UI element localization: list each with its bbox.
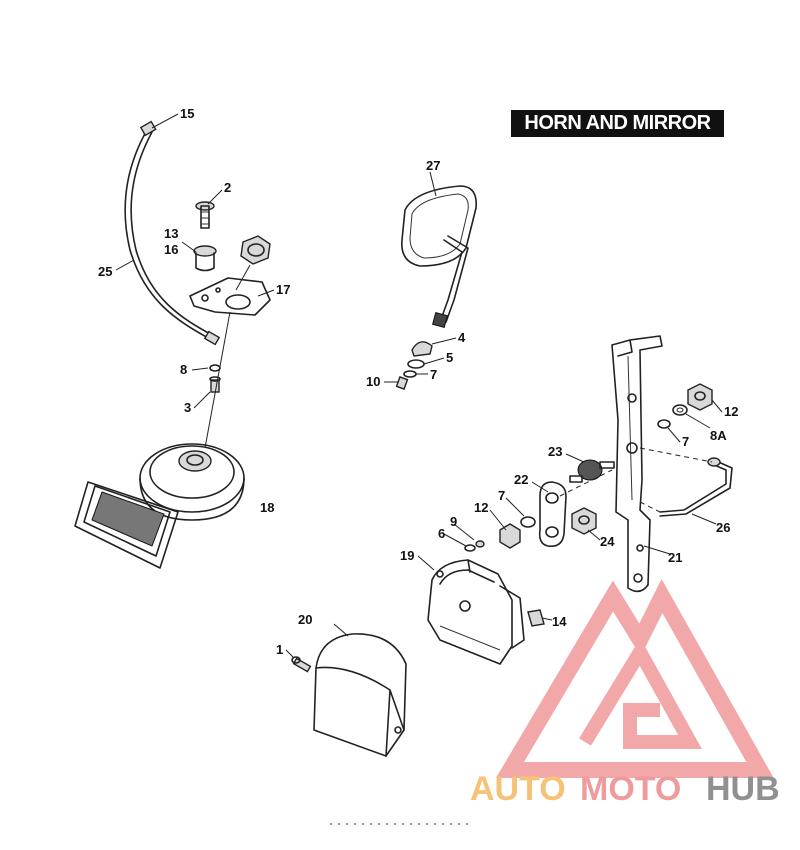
part-bracket-17 <box>189 235 271 316</box>
title-banner: HORN AND MIRROR <box>511 110 724 137</box>
part-washer-6-9 <box>464 540 485 552</box>
part-nut-12-upper <box>687 383 713 411</box>
callout-12a: 12 <box>724 404 738 419</box>
callout-7a: 7 <box>430 367 437 382</box>
part-bushing-13-16 <box>193 245 217 272</box>
part-washer-8 <box>209 364 221 372</box>
callout-5: 5 <box>446 350 453 365</box>
part-mirror-27 <box>401 185 477 328</box>
part-washer-7-mid <box>520 516 536 528</box>
logo-text-auto: AUTO <box>470 770 566 808</box>
part-mount-23 <box>569 459 615 483</box>
part-relay-19 <box>427 559 525 665</box>
callout-23: 23 <box>548 444 562 459</box>
callout-2: 2 <box>224 180 231 195</box>
logo-text-moto: MOTO <box>580 770 681 808</box>
callout-25: 25 <box>98 264 112 279</box>
callout-8: 8 <box>180 362 187 377</box>
callout-21: 21 <box>668 550 682 565</box>
callout-22: 22 <box>514 472 528 487</box>
callout-labels: 15 2 13 16 25 17 8 3 18 27 4 5 7 10 12 8… <box>98 106 738 657</box>
callout-14: 14 <box>552 614 567 629</box>
logo-triangle-outer <box>495 578 774 778</box>
callout-12b: 12 <box>474 500 488 515</box>
callout-7c: 7 <box>498 488 505 503</box>
callout-27: 27 <box>426 158 440 173</box>
part-cover-20 <box>313 633 407 757</box>
callout-17: 17 <box>276 282 290 297</box>
part-nut-24 <box>571 507 597 535</box>
callout-1: 1 <box>276 642 283 657</box>
part-nut-stack-4-5-7-10 <box>395 341 433 390</box>
callout-4: 4 <box>458 330 466 345</box>
callout-24: 24 <box>600 534 615 549</box>
part-clip-14 <box>527 609 545 627</box>
logo-text-hub: HUB <box>706 770 780 808</box>
callout-26: 26 <box>716 520 730 535</box>
callout-13: 13 <box>164 226 178 241</box>
callout-10: 10 <box>366 374 380 389</box>
part-bolt-2 <box>195 201 215 229</box>
automotohub-logo: AUTO MOTO HUB <box>470 578 780 808</box>
part-bracket-arm-21 <box>611 335 663 593</box>
logo-triangle-inner <box>579 638 702 749</box>
part-nut-12-lower <box>499 523 521 549</box>
part-washer-7-upper <box>657 419 671 429</box>
part-rod-26 <box>659 457 733 517</box>
callout-19: 19 <box>400 548 414 563</box>
callout-8A: 8A <box>710 428 727 443</box>
callout-20: 20 <box>298 612 312 627</box>
part-cable-25 <box>124 120 221 346</box>
callout-15: 15 <box>180 106 194 121</box>
callout-7b: 7 <box>682 434 689 449</box>
part-lockwasher-8A <box>672 404 688 416</box>
part-horn-18 <box>74 443 245 569</box>
callout-16: 16 <box>164 242 178 257</box>
part-screw-3 <box>209 376 221 393</box>
callout-18: 18 <box>260 500 274 515</box>
page-title: HORN AND MIRROR <box>524 112 711 134</box>
part-plate-22 <box>538 481 567 548</box>
callout-3: 3 <box>184 400 191 415</box>
leader-lines <box>115 113 723 659</box>
callout-6: 6 <box>438 526 445 541</box>
callout-9: 9 <box>450 514 457 529</box>
part-screw-1 <box>291 656 312 673</box>
